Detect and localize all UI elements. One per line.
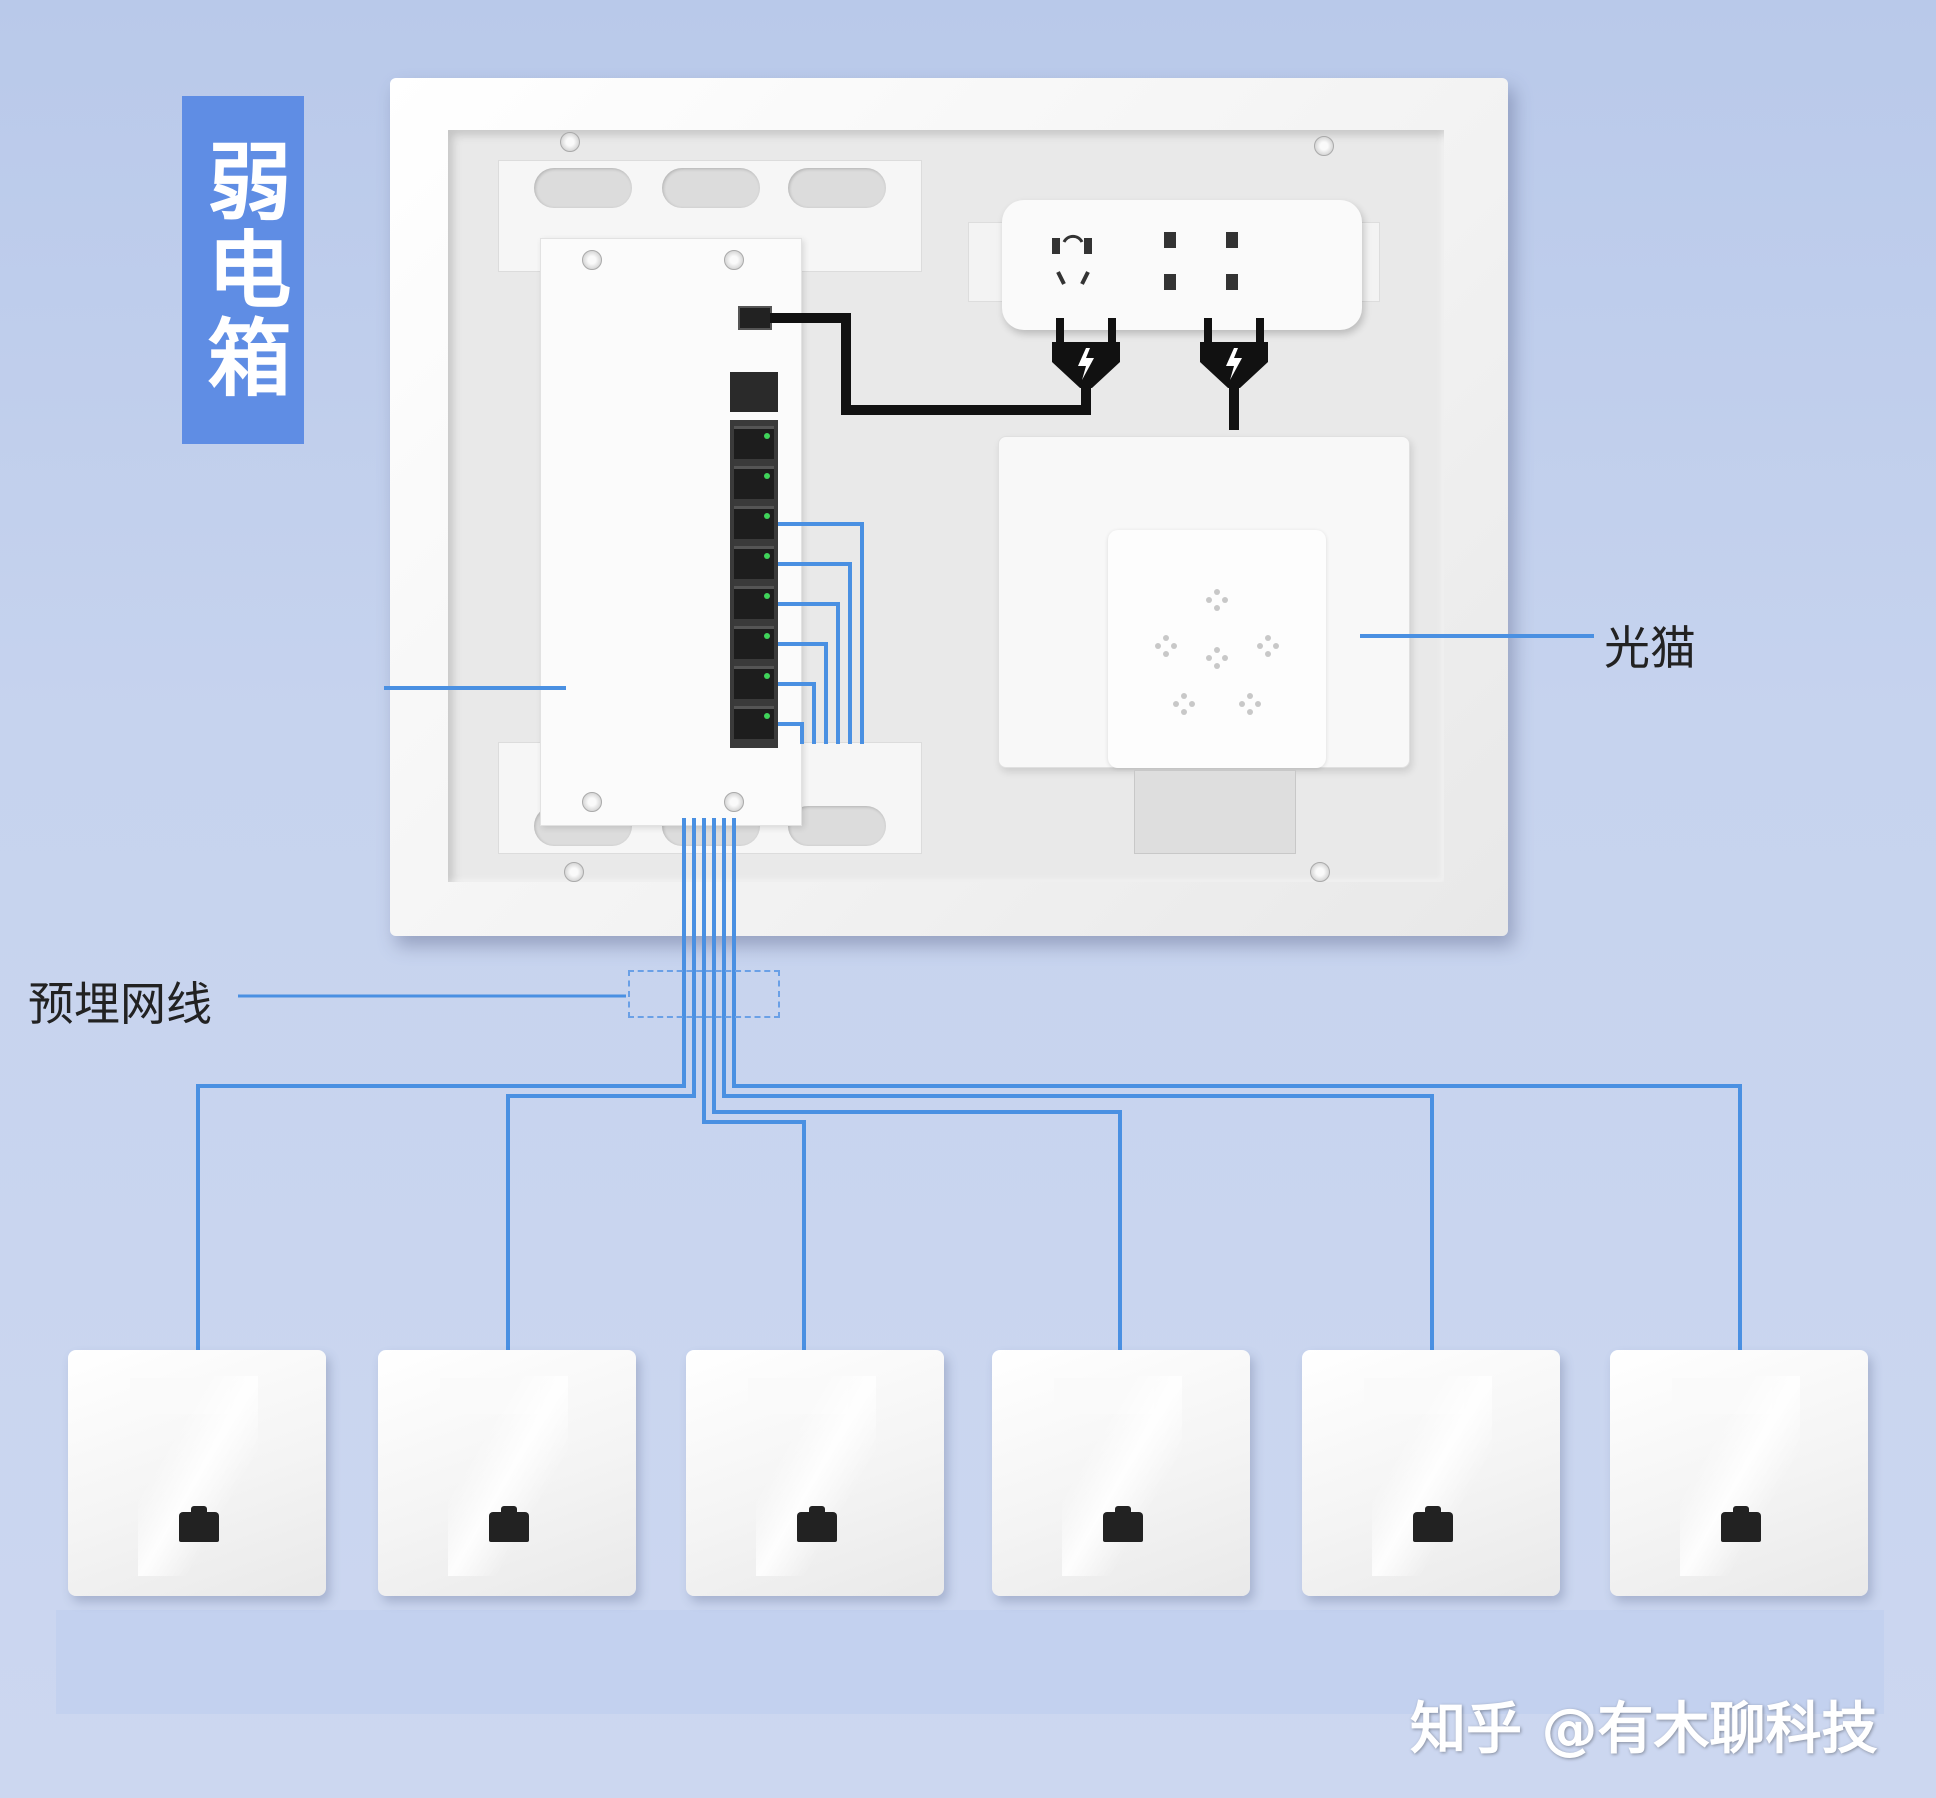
lan-port <box>734 506 774 539</box>
embedded-network-cables <box>196 818 1742 1350</box>
rail-slot <box>788 806 886 846</box>
screw-icon <box>582 792 602 812</box>
lan-port <box>734 546 774 579</box>
rj45-port-icon <box>797 1506 837 1542</box>
rj45-port-icon <box>489 1506 529 1542</box>
wall-network-socket <box>68 1350 326 1596</box>
lan-port-column <box>730 420 778 748</box>
title-tag: 弱电箱 <box>182 96 304 444</box>
rail-slot <box>788 168 886 208</box>
port-led-icon <box>764 633 770 639</box>
port-led-icon <box>764 513 770 519</box>
port-led-icon <box>764 473 770 479</box>
lan-port <box>734 586 774 619</box>
modem-stand <box>1134 770 1296 854</box>
power-strip <box>1002 200 1362 330</box>
port-led-icon <box>764 673 770 679</box>
embedded-cable-label: 预埋网线 <box>28 977 212 1031</box>
wall-network-socket <box>1610 1350 1868 1596</box>
rj45-port-icon <box>1721 1506 1761 1542</box>
wan-port <box>730 372 778 412</box>
rj45-port-icon <box>1413 1506 1453 1542</box>
patch-cables <box>778 522 864 744</box>
screw-icon <box>582 250 602 270</box>
power-cable <box>770 313 1091 415</box>
screw-icon <box>564 862 584 882</box>
lan-port <box>734 666 774 699</box>
lan-port <box>734 706 774 739</box>
wall-network-socket <box>1302 1350 1560 1596</box>
rail-slot <box>534 168 632 208</box>
switch-power-button <box>738 306 772 330</box>
screw-icon <box>724 792 744 812</box>
screw-icon <box>1314 136 1334 156</box>
lan-port <box>734 466 774 499</box>
modem-label: 光猫 <box>1604 621 1696 675</box>
port-led-icon <box>764 553 770 559</box>
outlet-icon <box>1214 228 1250 298</box>
port-led-icon <box>764 433 770 439</box>
rj45-port-icon <box>179 1506 219 1542</box>
rail-slot <box>662 168 760 208</box>
port-led-icon <box>764 593 770 599</box>
screw-icon <box>560 132 580 152</box>
title-text: 弱电箱 <box>194 138 292 402</box>
watermark: 知乎 @有木聊科技 <box>1410 1697 1878 1762</box>
port-led-icon <box>764 713 770 719</box>
wall-network-socket <box>378 1350 636 1596</box>
plug-icon <box>1200 318 1268 388</box>
wall-network-socket <box>992 1350 1250 1596</box>
outlet-icon <box>1044 232 1104 292</box>
lan-port <box>734 426 774 459</box>
outlet-icon <box>1152 228 1188 298</box>
embedded-cable-highlight <box>628 970 780 1018</box>
screw-icon <box>1310 862 1330 882</box>
lan-port <box>734 626 774 659</box>
plug-icon <box>1052 318 1120 388</box>
floor-strip <box>56 1610 1884 1714</box>
screw-icon <box>724 250 744 270</box>
rj45-port-icon <box>1103 1506 1143 1542</box>
wall-network-socket <box>686 1350 944 1596</box>
vent-pattern-icon <box>1155 589 1279 715</box>
optical-modem <box>1108 530 1326 768</box>
